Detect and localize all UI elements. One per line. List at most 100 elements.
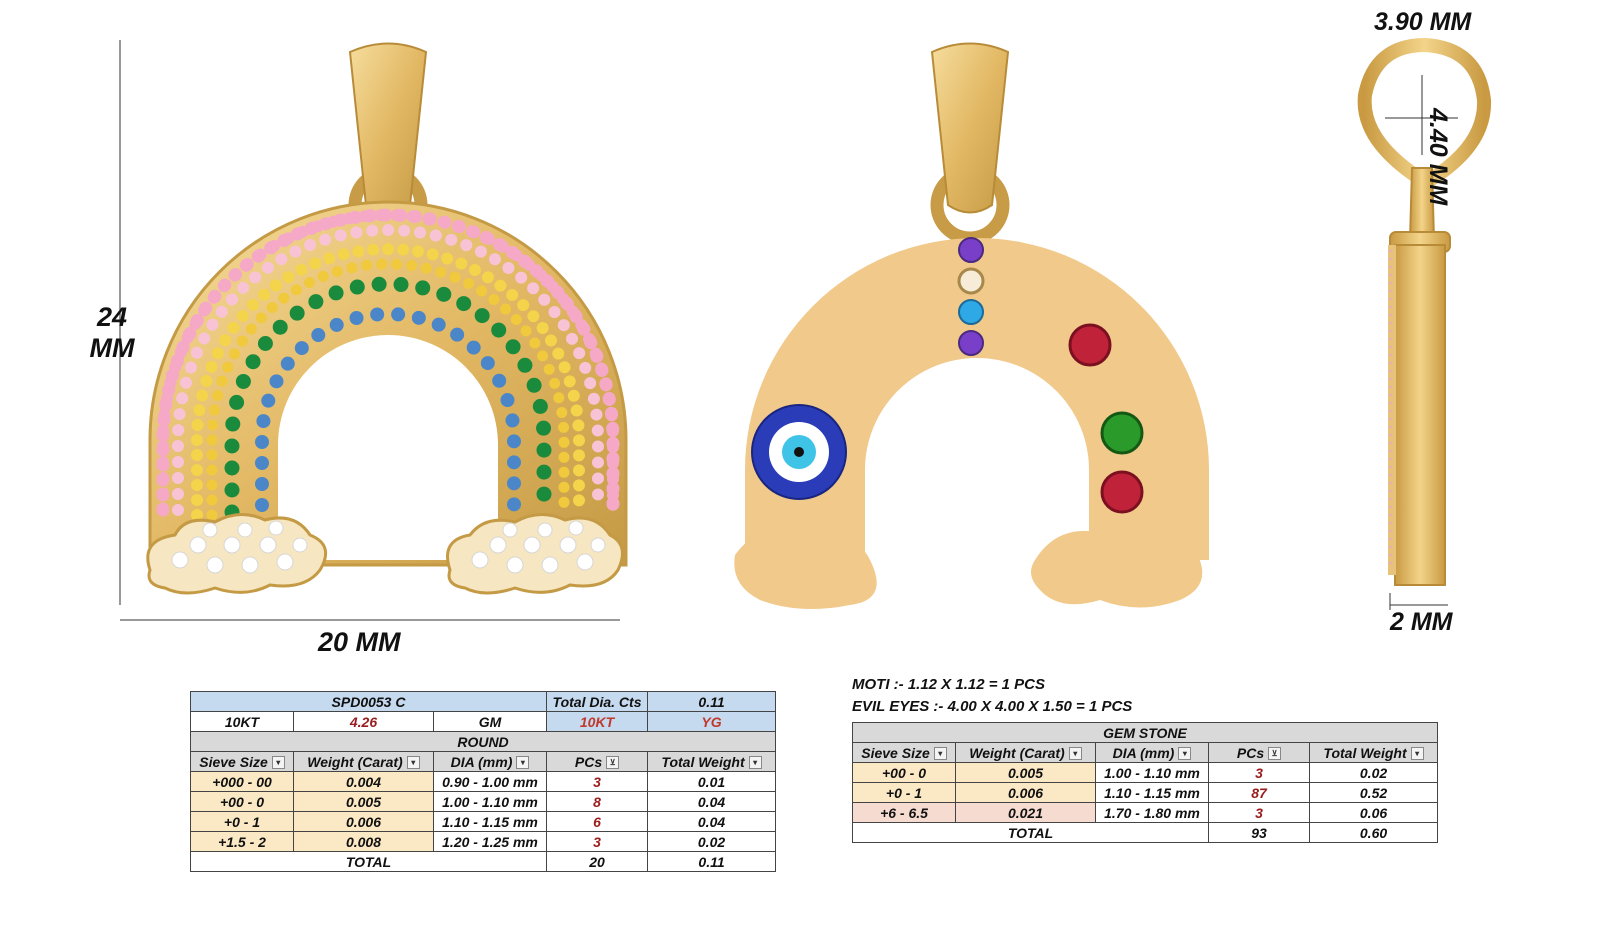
dia-cell: 0.90 - 1.00 mm (432, 771, 548, 792)
total-cell: 0.01 (647, 771, 777, 792)
column-header[interactable]: Weight (Carat)▾ (293, 751, 434, 772)
filter-dropdown-icon[interactable]: ▾ (1178, 747, 1192, 761)
sieve-cell: +0 - 1 (852, 782, 956, 803)
filter-dropdown-icon[interactable]: ▾ (406, 756, 420, 770)
filter-dropdown-icon[interactable]: ▾ (933, 747, 947, 761)
shape-row: ROUND (189, 731, 777, 752)
pcs-cell: 3 (546, 831, 649, 852)
table-row: +00 - 0 0.005 1.00 - 1.10 mm 3 0.02 (852, 762, 1439, 783)
column-header[interactable]: Sieve Size▾ (852, 742, 956, 763)
dia-cell: 1.10 - 1.15 mm (1095, 782, 1209, 803)
width-dimension-label: 20 MM (318, 627, 401, 657)
dia-cell: 1.20 - 1.25 mm (432, 831, 548, 852)
sieve-cell: +1.5 - 2 (190, 831, 294, 852)
total-row: TOTAL 93 0.60 (852, 822, 1439, 843)
dia-cell: 1.00 - 1.10 mm (1095, 762, 1209, 783)
evil-eyes-note: EVIL EYES :- 4.00 X 4.00 X 1.50 = 1 PCS (852, 698, 1133, 715)
height-value: 24 (96, 302, 128, 332)
table-row: +00 - 0 0.005 1.00 - 1.10 mm 8 0.04 (190, 791, 777, 812)
weight-cell: 0.006 (955, 782, 1096, 803)
pcs-cell: 8 (546, 791, 649, 812)
column-header[interactable]: DIA (mm)▾ (432, 751, 548, 772)
total-cell: 0.04 (647, 811, 777, 832)
metal-row: 10KT 4.26 GM 10KT YG (190, 711, 777, 732)
filter-dropdown-icon[interactable]: ▾ (1410, 747, 1424, 761)
back-view-pendant (734, 42, 1209, 609)
filter-dropdown-icon[interactable]: ▾ (271, 756, 285, 770)
total-pcs: 93 (1208, 822, 1310, 843)
table-row: +0 - 1 0.006 1.10 - 1.15 mm 87 0.52 (852, 782, 1439, 803)
thickness-label: 2 MM (1390, 608, 1453, 636)
table-row: +000 - 00 0.004 0.90 - 1.00 mm 3 0.01 (190, 771, 777, 792)
metal: 10KT (190, 711, 294, 732)
loop-height-label: 4.40 MM (1424, 108, 1452, 206)
total-cell: 0.04 (647, 791, 777, 812)
column-header[interactable]: Sieve Size▾ (190, 751, 294, 772)
gm-label: GM (432, 711, 548, 732)
side-view-pendant (1357, 37, 1492, 610)
pcs-cell: 3 (546, 771, 649, 792)
moti-note: MOTI :- 1.12 X 1.12 = 1 PCS (852, 676, 1045, 693)
stone-notes: MOTI :- 1.12 X 1.12 = 1 PCS EVIL EYES :-… (852, 674, 1132, 718)
gemstone-title: GEM STONE (851, 722, 1439, 743)
table-header-row: SPD0053 C Total Dia. Cts 0.11 (189, 691, 777, 712)
total-cell: 0.02 (647, 831, 777, 852)
table-row: +1.5 - 2 0.008 1.20 - 1.25 mm 3 0.02 (190, 831, 777, 852)
filter-active-icon[interactable]: ⊻ (606, 756, 620, 770)
weight-cell: 0.006 (293, 811, 434, 832)
sieve-cell: +00 - 0 (190, 791, 294, 812)
filter-dropdown-icon[interactable]: ▾ (516, 756, 530, 770)
column-header[interactable]: DIA (mm)▾ (1095, 742, 1209, 763)
dia-cell: 1.10 - 1.15 mm (432, 811, 548, 832)
column-header[interactable]: Weight (Carat)▾ (955, 742, 1096, 763)
design-code: SPD0053 C (189, 691, 548, 712)
total-cell: 0.02 (1308, 762, 1439, 783)
gemstone-title-row: GEM STONE (851, 722, 1439, 743)
sieve-cell: +00 - 0 (852, 762, 956, 783)
weight-cell: 0.005 (293, 791, 434, 812)
filter-active-icon[interactable]: ⊻ (1268, 747, 1282, 761)
sieve-cell: +6 - 6.5 (852, 802, 956, 823)
total-weight: 0.11 (647, 851, 777, 872)
total-weight: 0.60 (1308, 822, 1439, 843)
column-header[interactable]: PCs⊻ (1208, 742, 1310, 763)
weight-cell: 0.004 (293, 771, 434, 792)
table-row: +6 - 6.5 0.021 1.70 - 1.80 mm 3 0.06 (852, 802, 1439, 823)
height-dimension-label: 24 MM (72, 302, 152, 364)
column-header[interactable]: Total Weight▾ (647, 751, 777, 772)
column-header[interactable]: Total Weight▾ (1308, 742, 1439, 763)
loop-width-label: 3.90 MM (1374, 8, 1472, 36)
pcs-cell: 6 (546, 811, 649, 832)
shape: ROUND (189, 731, 777, 752)
column-header[interactable]: PCs⊻ (546, 751, 649, 772)
pcs-cell: 87 (1208, 782, 1310, 803)
dia-cell: 1.70 - 1.80 mm (1095, 802, 1209, 823)
front-view-pendant (146, 42, 628, 595)
metal-kt: 10KT (546, 711, 649, 732)
pcs-cell: 3 (1208, 802, 1310, 823)
sieve-cell: +000 - 00 (190, 771, 294, 792)
gross-weight: 4.26 (293, 711, 434, 732)
total-pcs: 20 (546, 851, 649, 872)
gemstone-spec-table: GEM STONE Sieve Size▾ Weight (Carat)▾ DI… (851, 722, 1439, 843)
total-dia-value: 0.11 (647, 691, 777, 712)
total-cell: 0.06 (1308, 802, 1439, 823)
sieve-cell: +0 - 1 (190, 811, 294, 832)
total-cell: 0.52 (1308, 782, 1439, 803)
diamond-spec-table: SPD0053 C Total Dia. Cts 0.11 10KT 4.26 … (189, 691, 777, 872)
column-header-row: Sieve Size▾ Weight (Carat)▾ DIA (mm)▾ PC… (852, 742, 1439, 763)
filter-dropdown-icon[interactable]: ▾ (748, 756, 762, 770)
metal-color: YG (647, 711, 777, 732)
height-unit: MM (89, 333, 135, 363)
column-header-row: Sieve Size▾ Weight (Carat)▾ DIA (mm)▾ PC… (190, 751, 777, 772)
total-label: TOTAL (852, 822, 1209, 843)
total-dia-label: Total Dia. Cts (546, 691, 649, 712)
total-row: TOTAL 20 0.11 (189, 851, 777, 872)
weight-cell: 0.008 (293, 831, 434, 852)
table-row: +0 - 1 0.006 1.10 - 1.15 mm 6 0.04 (190, 811, 777, 832)
dia-cell: 1.00 - 1.10 mm (432, 791, 548, 812)
weight-cell: 0.005 (955, 762, 1096, 783)
weight-cell: 0.021 (955, 802, 1096, 823)
filter-dropdown-icon[interactable]: ▾ (1068, 747, 1082, 761)
